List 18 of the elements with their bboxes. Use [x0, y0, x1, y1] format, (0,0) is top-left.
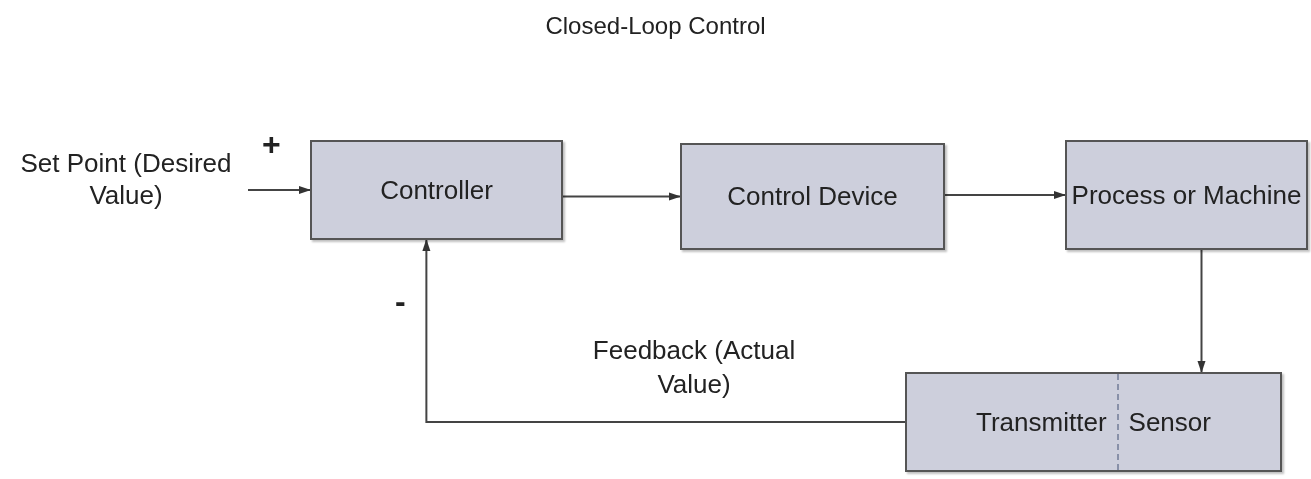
process-box — [310, 140, 563, 240]
plus-sign: + — [262, 128, 281, 160]
input-label: Set Point (Desired Value) — [19, 146, 233, 212]
process-box — [1065, 140, 1308, 250]
box-label: Process or Machine — [1071, 178, 1302, 212]
arrow — [562, 192, 681, 201]
arrow — [247, 186, 311, 194]
process-box — [905, 372, 1282, 472]
minus-sign: - — [395, 285, 406, 317]
box-label: Controller — [380, 173, 493, 207]
diagram-title: Closed-Loop Control — [544, 12, 767, 40]
box-section: Sensor — [1116, 374, 1221, 470]
arrow — [422, 239, 906, 423]
box-label: Control Device — [727, 180, 898, 213]
arrow — [1197, 249, 1206, 373]
box-section: Transmitter — [966, 374, 1117, 470]
arrow — [944, 191, 1066, 199]
process-box — [680, 143, 945, 250]
